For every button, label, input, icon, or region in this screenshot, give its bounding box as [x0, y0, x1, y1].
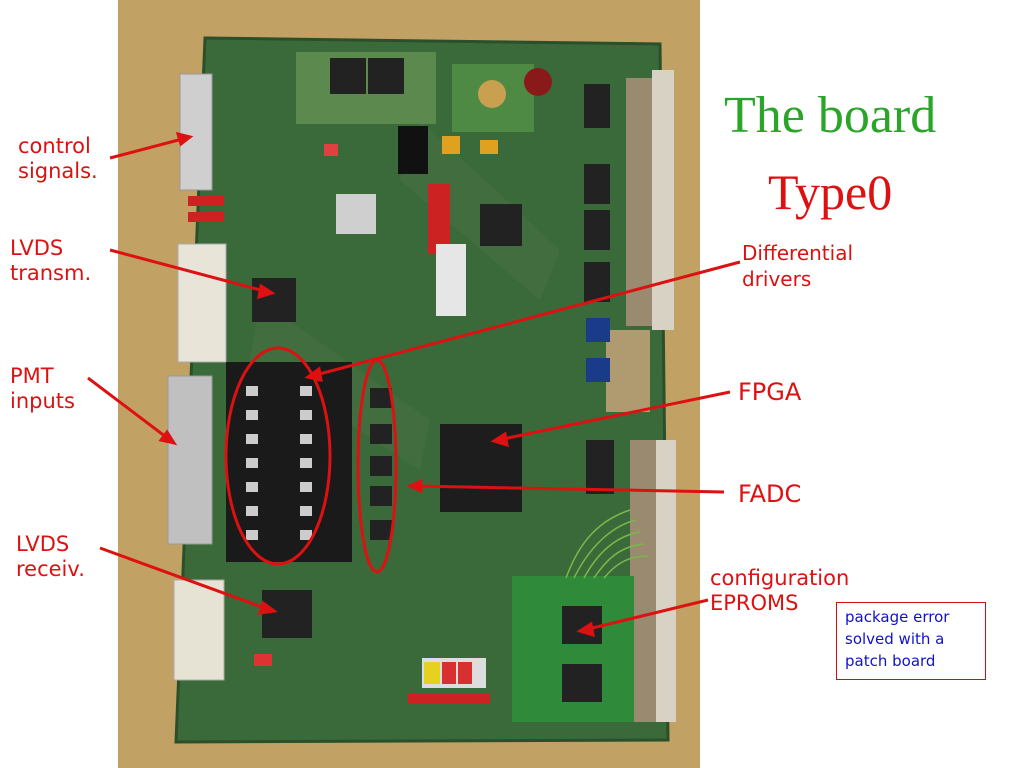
arrow-lvds-receiv	[99, 546, 271, 612]
arrow-pmt	[87, 376, 171, 442]
highlight-fadc-ellipse	[356, 358, 398, 574]
label-fadc: FADC	[738, 480, 802, 508]
label-pmt-inputs: PMT inputs	[10, 364, 75, 413]
label-lvds-transm: LVDS transm.	[10, 236, 92, 285]
label-control-signals: control signals.	[18, 134, 98, 183]
label-differential-drivers: Differential drivers	[742, 241, 854, 291]
arrow-fpga	[497, 390, 731, 442]
highlight-pmt-ellipse	[224, 346, 332, 566]
arrow-lvds-transm	[109, 248, 269, 294]
arrow-fadc	[413, 484, 725, 494]
arrow-diff-drivers	[311, 260, 741, 378]
label-configuration-eproms: configuration EPROMS	[710, 566, 850, 615]
label-fpga: FPGA	[738, 378, 802, 406]
label-lvds-receiv: LVDS receiv.	[16, 532, 85, 581]
slide-title: The board	[724, 87, 937, 144]
arrow-control	[109, 136, 187, 160]
note-box: package error solved with a patch board	[836, 602, 986, 680]
arrow-config	[583, 598, 709, 632]
slide-subtitle: Type0	[768, 164, 893, 220]
pcb	[176, 38, 668, 742]
